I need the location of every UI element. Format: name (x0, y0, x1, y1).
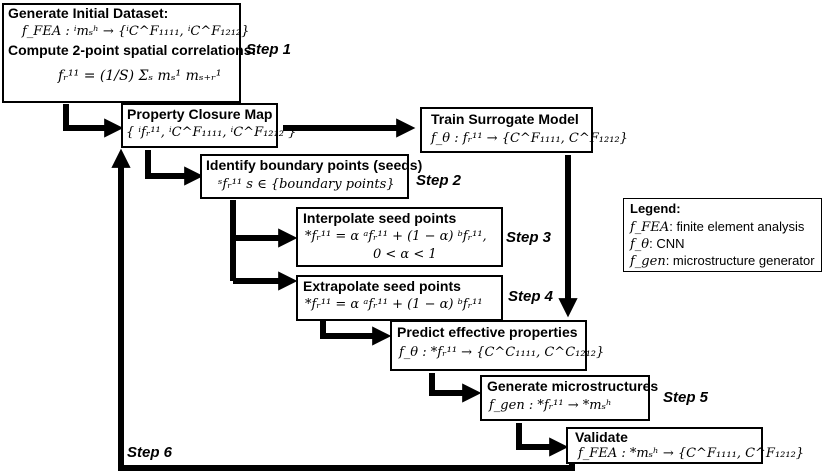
extrapolate-title: Extrapolate seed points (303, 278, 461, 294)
step-4-label: Step 4 (508, 288, 554, 305)
legend-text: : finite element analysis (669, 219, 805, 234)
arrow-validate-feedback (111, 148, 575, 471)
surrogate-box (420, 107, 593, 153)
legend-symbol: f_gen (630, 254, 666, 269)
arrow-predict-to-generate (429, 373, 482, 403)
arrow-closure-to-boundary (145, 150, 204, 186)
generate-microstructures-equation: f_gen : *fᵣ¹¹ → *mₛʰ (489, 398, 612, 413)
step-6-label: Step 6 (127, 444, 173, 461)
surrogate-title: Train Surrogate Model (431, 111, 579, 127)
interpolate-box (296, 207, 503, 267)
property-closure-title: Property Closure Map (127, 106, 273, 122)
surrogate-equation: f_θ : fᵣ¹¹ → {C^F₁₁₁₁, C^F₁₂₁₂} (431, 131, 628, 146)
validate-equation: f_FEA : *mₛʰ → {C^F₁₁₁₁, C^F₁₂₁₂} (578, 446, 805, 461)
predict-title: Predict effective properties (397, 324, 578, 340)
legend-text: : CNN (649, 236, 685, 251)
legend-item-fea: f_FEA: finite element analysis (630, 219, 804, 235)
step-5-label: Step 5 (663, 389, 709, 406)
spatial-correlations-title: Compute 2-point spatial correlations: (8, 42, 257, 58)
generate-microstructures-box (480, 375, 650, 421)
spatial-correlations-equation: fᵣ¹¹ = (1/S) Σₛ mₛ¹ mₛ₊ᵣ¹ (58, 68, 222, 84)
step-2-label: Step 2 (416, 172, 462, 189)
legend-symbol: f_θ (630, 237, 650, 252)
legend-text: : microstructure generator (665, 253, 815, 268)
generate-dataset-box (2, 3, 241, 103)
step-3-label: Step 3 (506, 229, 552, 246)
arrow-generate-to-validate (516, 423, 569, 457)
step-1-label: Step 1 (246, 41, 292, 58)
property-closure-box (121, 103, 278, 148)
predict-box (390, 320, 587, 371)
boundary-box (200, 154, 409, 199)
validate-title: Validate (575, 429, 628, 445)
boundary-title: Identify boundary points (seeds) (206, 157, 423, 173)
extrapolate-equation: *fᵣ¹¹ = α ᵃfᵣ¹¹ + (1 − α) ᵇfᵣ¹¹ (305, 297, 483, 312)
property-closure-equation: { ⁱfᵣ¹¹, ⁱC^F₁₁₁₁, ⁱC^F₁₂₁₂ } (126, 125, 297, 140)
interpolate-equation: *fᵣ¹¹ = α ᵃfᵣ¹¹ + (1 − α) ᵇfᵣ¹¹, (305, 229, 487, 244)
generate-dataset-equation: f_FEA : ⁱmₛʰ → {ⁱC^F₁₁₁₁, ⁱC^F₁₂₁₂} (22, 24, 250, 39)
legend-box (623, 198, 822, 272)
boundary-equation: ˢfᵣ¹¹ s ∈ {boundary points} (218, 177, 395, 192)
generate-dataset-title: Generate Initial Dataset: (8, 5, 169, 21)
legend-item-cnn: f_θ: CNN (630, 236, 685, 252)
legend-symbol: f_FEA (630, 220, 670, 235)
interpolate-constraint: 0 < α < 1 (373, 247, 437, 262)
arrow-dataset-to-closure (63, 104, 124, 138)
legend-item-gen: f_gen: microstructure generator (630, 253, 815, 269)
validate-box (566, 427, 763, 464)
generate-microstructures-title: Generate microstructures (487, 378, 659, 394)
predict-equation: f_θ : *fᵣ¹¹ → {C^C₁₁₁₁, C^C₁₂₁₂} (399, 345, 605, 360)
legend-heading: Legend: (630, 201, 681, 216)
interpolate-title: Interpolate seed points (303, 210, 457, 226)
